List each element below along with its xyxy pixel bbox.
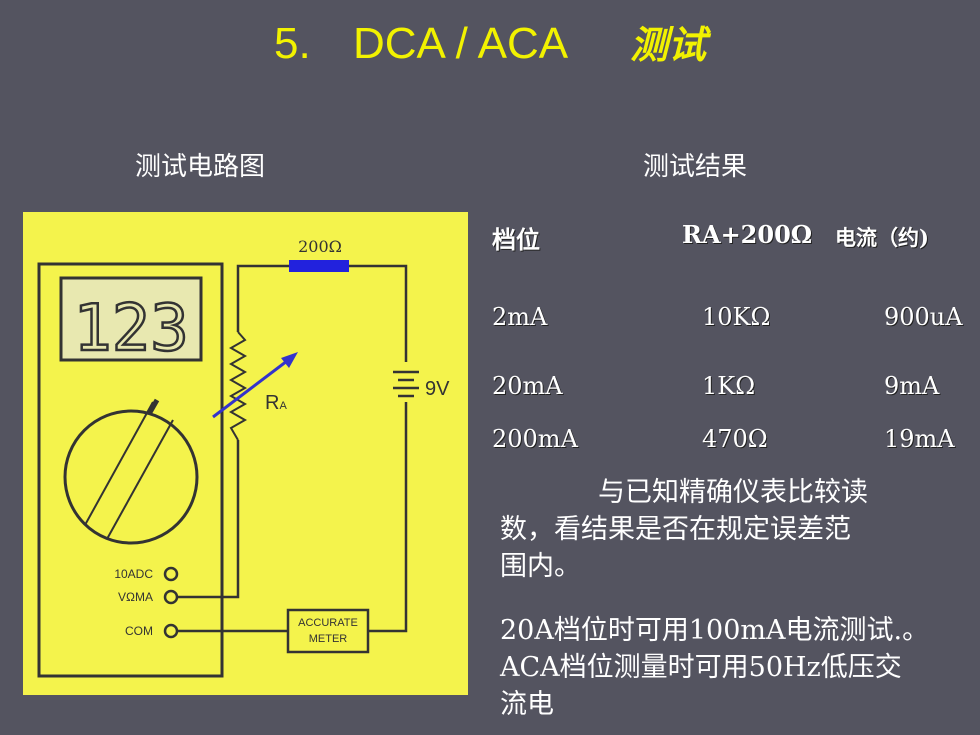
header-current: 电流（约) <box>835 225 929 250</box>
table-row: 2mA 10KΩ 900uA <box>492 303 980 339</box>
meter-line1: ACCURATE <box>298 617 358 629</box>
table-cell-resistance: 10KΩ <box>702 303 771 331</box>
table-cell-range: 200mA <box>492 425 578 453</box>
left-heading: 测试电路图 <box>135 152 266 182</box>
resistor-200 <box>289 260 349 272</box>
battery-label: 9V <box>425 378 450 400</box>
terminal-label-10adc: 10ADC <box>114 567 153 581</box>
terminal-10adc <box>163 566 179 582</box>
display-reading: 123 <box>73 292 189 366</box>
slide-title: 5. DCA / ACA 测试 <box>0 14 980 69</box>
ra-label: RA <box>265 392 287 414</box>
terminal-com <box>163 623 179 639</box>
variable-arrow <box>212 356 292 419</box>
wire-right <box>368 402 408 633</box>
header-resistance: RA+200Ω <box>682 220 813 249</box>
title-number: 5. <box>274 19 311 68</box>
note-line: 流电 <box>500 689 554 720</box>
table-cell-current: 900uA <box>884 303 963 331</box>
title-chinese: 测试 <box>629 22 706 67</box>
table-cell-current: 19mA <box>884 425 955 453</box>
table-header: 档位 RA+200Ω 电流（约) <box>492 220 980 256</box>
note-line: 与已知精确仪表比较读 <box>598 477 868 508</box>
circuit-svg: 123 10ADC VΩMA COM 200Ω RA 9V ACCURAT <box>37 237 450 678</box>
note-line: 20A档位时可用100mA电流测试.。 <box>500 615 930 646</box>
table-row: 200mA 470Ω 19mA <box>492 425 980 461</box>
dial-line-1 <box>84 401 154 526</box>
dial-line-2 <box>106 419 174 540</box>
note-paragraph-1: 与已知精确仪表比较读 数，看结果是否在规定误差范 围内。 <box>500 474 970 585</box>
note-paragraph-2: 20A档位时可用100mA电流测试.。 ACA档位测量时可用50Hz低压交 流电 <box>500 612 978 723</box>
table-cell-range: 20mA <box>492 372 563 400</box>
note-line: ACA档位测量时可用50Hz低压交 <box>500 652 902 683</box>
terminal-vomA <box>163 589 179 605</box>
table-row: 20mA 1KΩ 9mA <box>492 372 980 408</box>
header-range: 档位 <box>492 225 540 254</box>
meter-display <box>59 276 203 362</box>
note-line: 数，看结果是否在规定误差范 <box>500 514 851 545</box>
dial-pointer <box>146 398 160 416</box>
terminal-label-vomA: VΩMA <box>118 590 153 604</box>
table-cell-resistance: 470Ω <box>702 425 768 453</box>
variable-resistor <box>228 331 248 441</box>
wire-vomA <box>177 440 240 599</box>
title-main: DCA / ACA <box>352 19 566 68</box>
note-line: 围内。 <box>500 551 581 582</box>
accurate-meter <box>286 608 370 654</box>
table-cell-current: 9mA <box>884 372 940 400</box>
table-cell-range: 2mA <box>492 303 548 331</box>
right-heading: 测试结果 <box>643 152 748 182</box>
meter-line2: METER <box>309 633 348 645</box>
arrow-head <box>281 352 298 368</box>
resistor-label: 200Ω <box>298 237 342 256</box>
circuit-diagram: 123 10ADC VΩMA COM 200Ω RA 9V ACCURAT <box>23 212 468 695</box>
wire-top <box>236 264 408 362</box>
meter-dial <box>63 409 199 545</box>
meter-body <box>37 262 224 678</box>
table-cell-resistance: 1KΩ <box>702 372 756 400</box>
terminal-label-com: COM <box>125 624 153 638</box>
